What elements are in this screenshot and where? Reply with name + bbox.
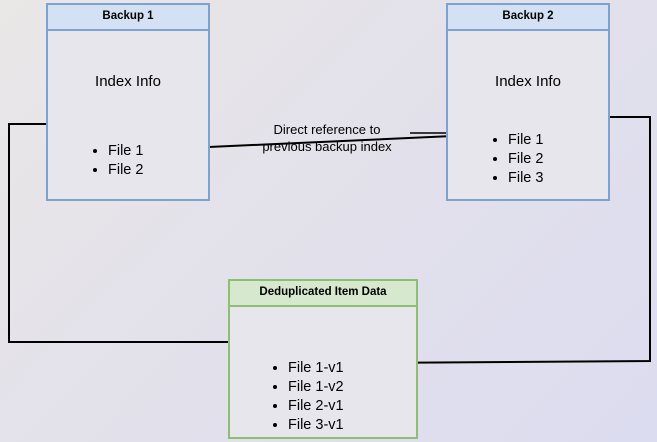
dedup-file-list: File 1-v1 File 1-v2 File 2-v1 File 3-v1	[274, 359, 344, 435]
list-item: File 2	[108, 161, 143, 180]
backup-1-header: Backup 1	[48, 5, 208, 31]
list-item: File 1	[108, 142, 143, 161]
backup-1-box[interactable]: Backup 1 Index Info File 1 File 2	[46, 3, 210, 201]
backup-2-file-list: File 1 File 2 File 3	[494, 131, 543, 188]
backup-2-index-info-label: Index Info	[495, 72, 561, 90]
list-item: File 1	[508, 131, 543, 150]
list-item: File 1-v1	[288, 359, 344, 378]
list-item: File 2	[508, 150, 543, 169]
list-item: File 1-v2	[288, 378, 344, 397]
backup-2-box[interactable]: Backup 2 Index Info File 1 File 2 File 3	[446, 3, 610, 201]
list-item: File 3	[508, 169, 543, 188]
dedup-header: Deduplicated Item Data	[230, 281, 416, 307]
backup-1-index-info-label: Index Info	[95, 72, 161, 90]
direct-reference-label-line-1: Direct reference to	[273, 122, 381, 137]
backup-1-file-list: File 1 File 2	[94, 142, 143, 180]
direct-reference-label-line-2: previous backup index	[262, 139, 392, 154]
backup-2-header: Backup 2	[448, 5, 608, 31]
list-item: File 2-v1	[288, 397, 344, 416]
direct-reference-label: Direct reference to previous backup inde…	[247, 121, 407, 155]
list-item: File 3-v1	[288, 416, 344, 435]
deduplicated-item-data-box[interactable]: Deduplicated Item Data File 1-v1 File 1-…	[228, 279, 418, 439]
